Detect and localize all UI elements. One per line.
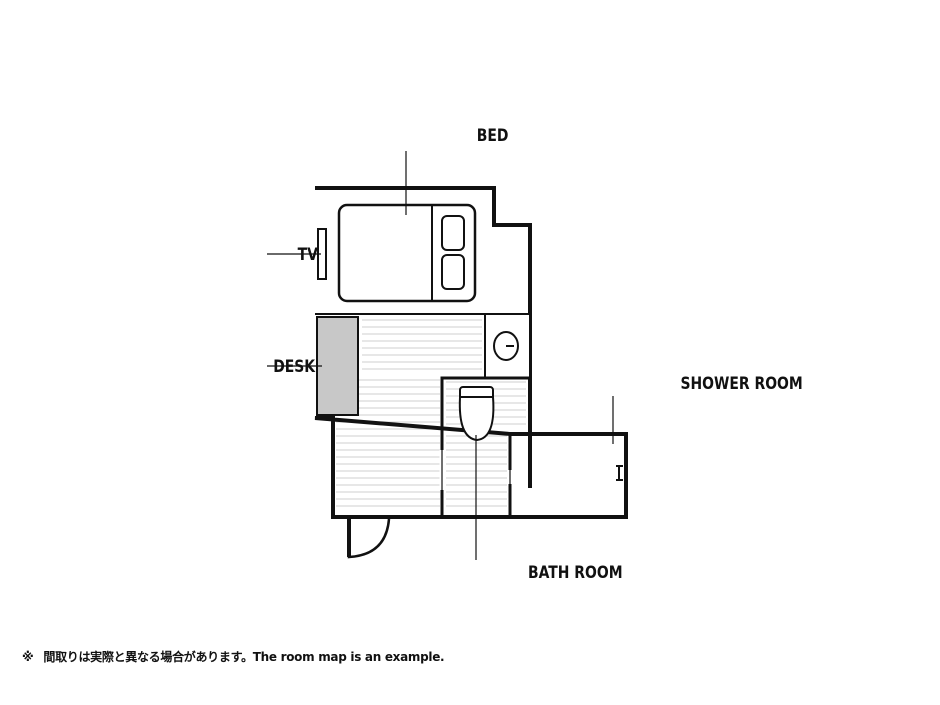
toilet (458, 386, 495, 442)
bath-room-label: BATH ROOM (528, 563, 623, 583)
bed (337, 203, 477, 303)
tv-label: TV (298, 245, 318, 265)
shower-room-label: SHOWER ROOM (681, 374, 803, 394)
reference-mark: ※ (22, 650, 34, 664)
disclaimer-note: ※ 間取りは実際と異なる場合があります。The room map is an ex… (22, 648, 454, 665)
bed-label: BED (477, 126, 509, 146)
sink (484, 313, 531, 379)
disclaimer-text: 間取りは実際と異なる場合があります。The room map is an exa… (43, 650, 445, 664)
pillow (441, 215, 465, 251)
desk (316, 316, 359, 416)
shower-fixture (616, 465, 623, 481)
desk-label: DESK (273, 357, 316, 377)
entrance-door (347, 518, 391, 559)
pillow (441, 254, 465, 290)
